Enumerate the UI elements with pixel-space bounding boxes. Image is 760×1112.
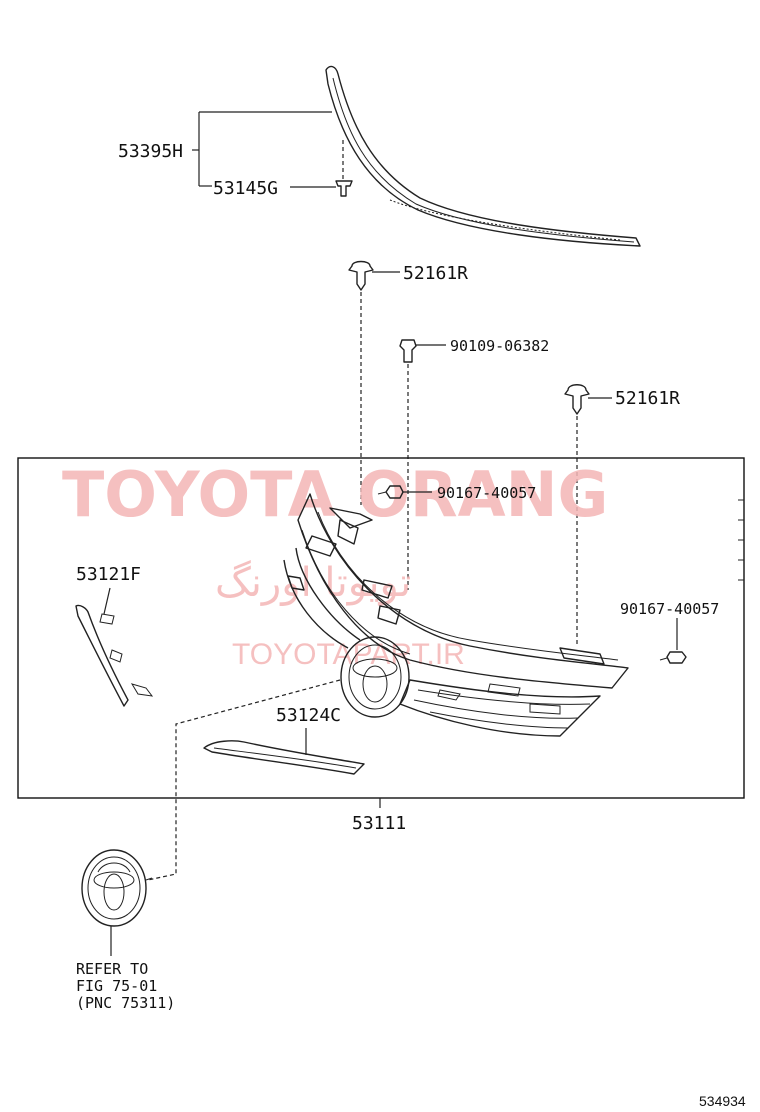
side-molding-53121F [75,604,154,707]
radiator-grille-assembly [283,493,629,737]
screw-icon [659,651,687,664]
assembly-frame [17,457,745,799]
part-number-53145G: 53145G [213,178,278,199]
upper-garnish-molding [325,65,641,247]
part-number-53395H: 53395H [118,141,183,162]
part-number-53111: 53111 [352,813,406,834]
toyota-emblem-icon [81,849,153,927]
part-number-52161R-right: 52161R [615,388,680,409]
reference-note-line1: REFER TO [76,960,148,978]
reference-note-line3: (PNC 75311) [76,994,175,1012]
reference-note-line2: FIG 75-01 [76,977,157,995]
part-number-53121F: 53121F [76,564,141,585]
part-number-90109-06382: 90109-06382 [450,337,549,355]
screw-icon [377,485,404,499]
screw-icon [399,339,417,363]
figure-code: 534934 [699,1093,746,1109]
watermark-brand: TOYOTA ORANG [62,458,608,531]
clip-icon [348,260,374,291]
frame-ticks [738,499,744,581]
clip-icon [564,384,590,415]
watermark-persian: تویوتا اورنگ [215,560,411,606]
watermark-url: TOYOTAPART.IR [232,638,465,671]
label-bracket-53395H [192,111,344,188]
part-number-90167-40057-upper: 90167-40057 [437,484,536,502]
clip-icon [335,180,353,197]
part-number-90167-40057-right: 90167-40057 [620,600,719,618]
part-number-52161R-top: 52161R [403,263,468,284]
part-number-53124C: 53124C [276,705,341,726]
lower-molding-53124C [203,740,365,775]
